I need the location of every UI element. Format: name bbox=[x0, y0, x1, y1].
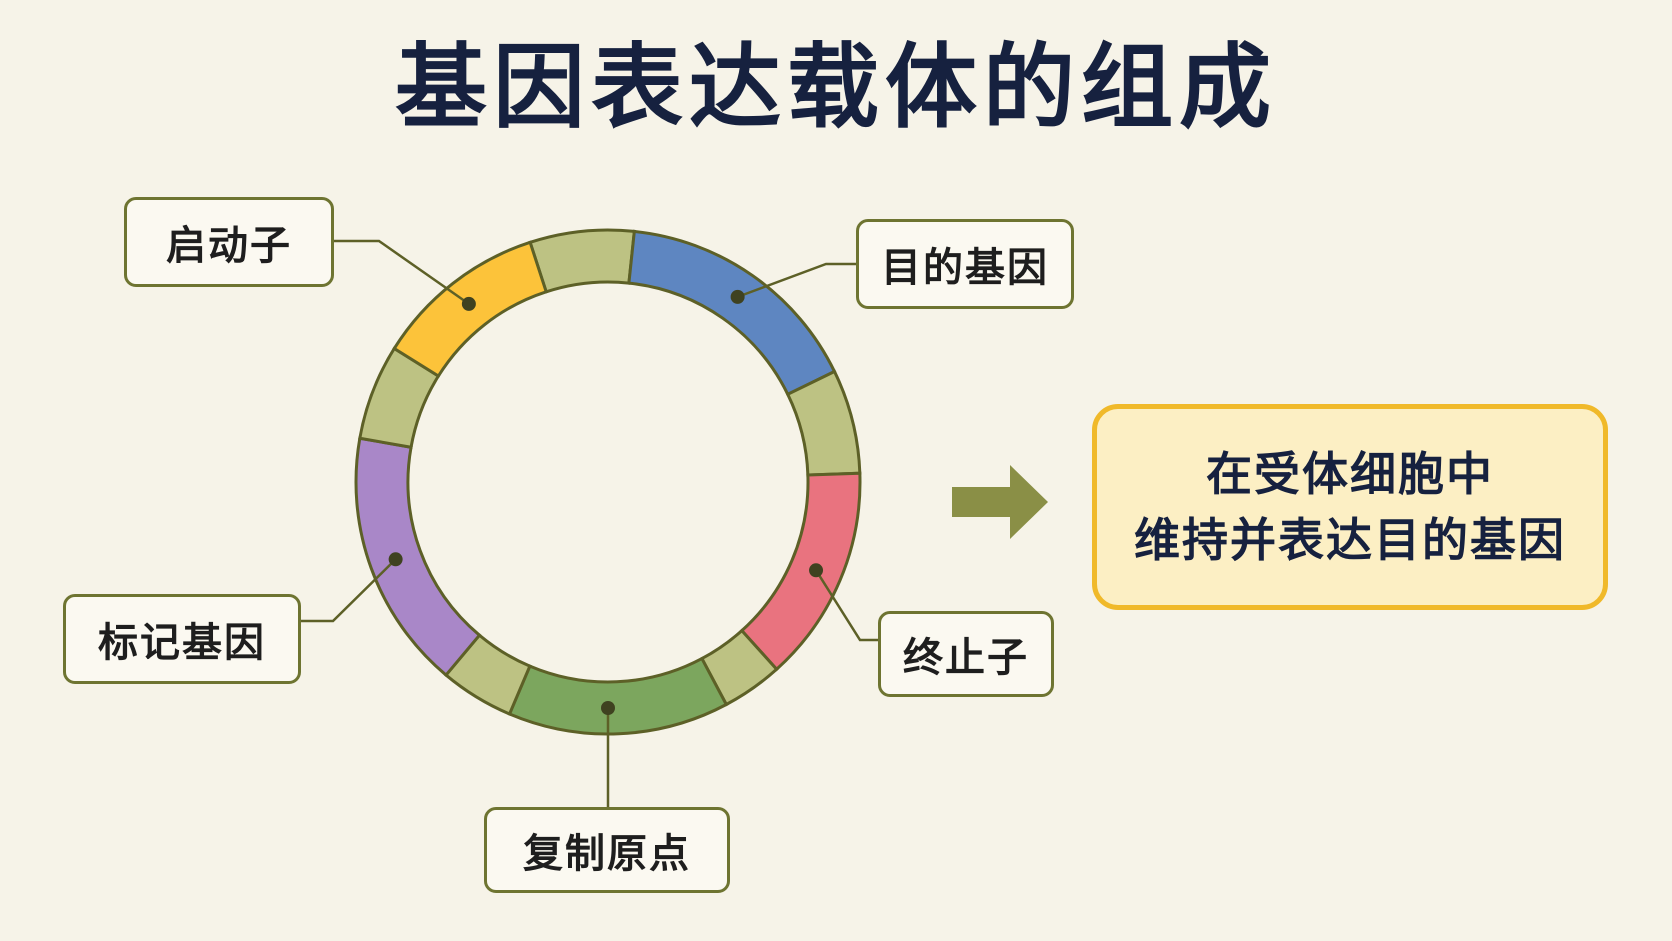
origin-dot bbox=[601, 701, 615, 715]
ring-spacer bbox=[528, 228, 636, 294]
label-origin: 复制原点 bbox=[484, 807, 730, 893]
segment-origin bbox=[507, 656, 729, 736]
label-marker-gene: 标记基因 bbox=[63, 594, 301, 684]
segment-target-gene bbox=[627, 229, 837, 397]
leader-lines bbox=[301, 239, 878, 807]
segment-marker-gene bbox=[354, 436, 482, 678]
marker-gene-dot bbox=[388, 552, 403, 567]
segment-terminator bbox=[739, 471, 862, 672]
result-line-2: 维持并表达目的基因 bbox=[1134, 513, 1566, 567]
result-box: 在受体细胞中 维持并表达目的基因 bbox=[1092, 404, 1608, 610]
marker-gene-leader bbox=[301, 558, 397, 623]
target-gene-dot bbox=[730, 289, 745, 304]
plasmid-ring bbox=[354, 228, 862, 736]
right-arrow-icon bbox=[952, 465, 1048, 539]
page-title: 基因表达载体的组成 bbox=[394, 34, 1277, 141]
label-target-gene: 目的基因 bbox=[856, 219, 1074, 309]
terminator-leader bbox=[814, 569, 878, 642]
target-gene-leader bbox=[737, 262, 856, 299]
label-promoter: 启动子 bbox=[124, 197, 334, 287]
promoter-dot bbox=[461, 296, 476, 311]
result-line-1: 在受体细胞中 bbox=[1206, 447, 1494, 501]
arrow-icon bbox=[952, 465, 1048, 539]
label-terminator: 终止子 bbox=[878, 611, 1054, 697]
promoter-leader bbox=[334, 239, 470, 305]
terminator-dot bbox=[809, 563, 824, 578]
